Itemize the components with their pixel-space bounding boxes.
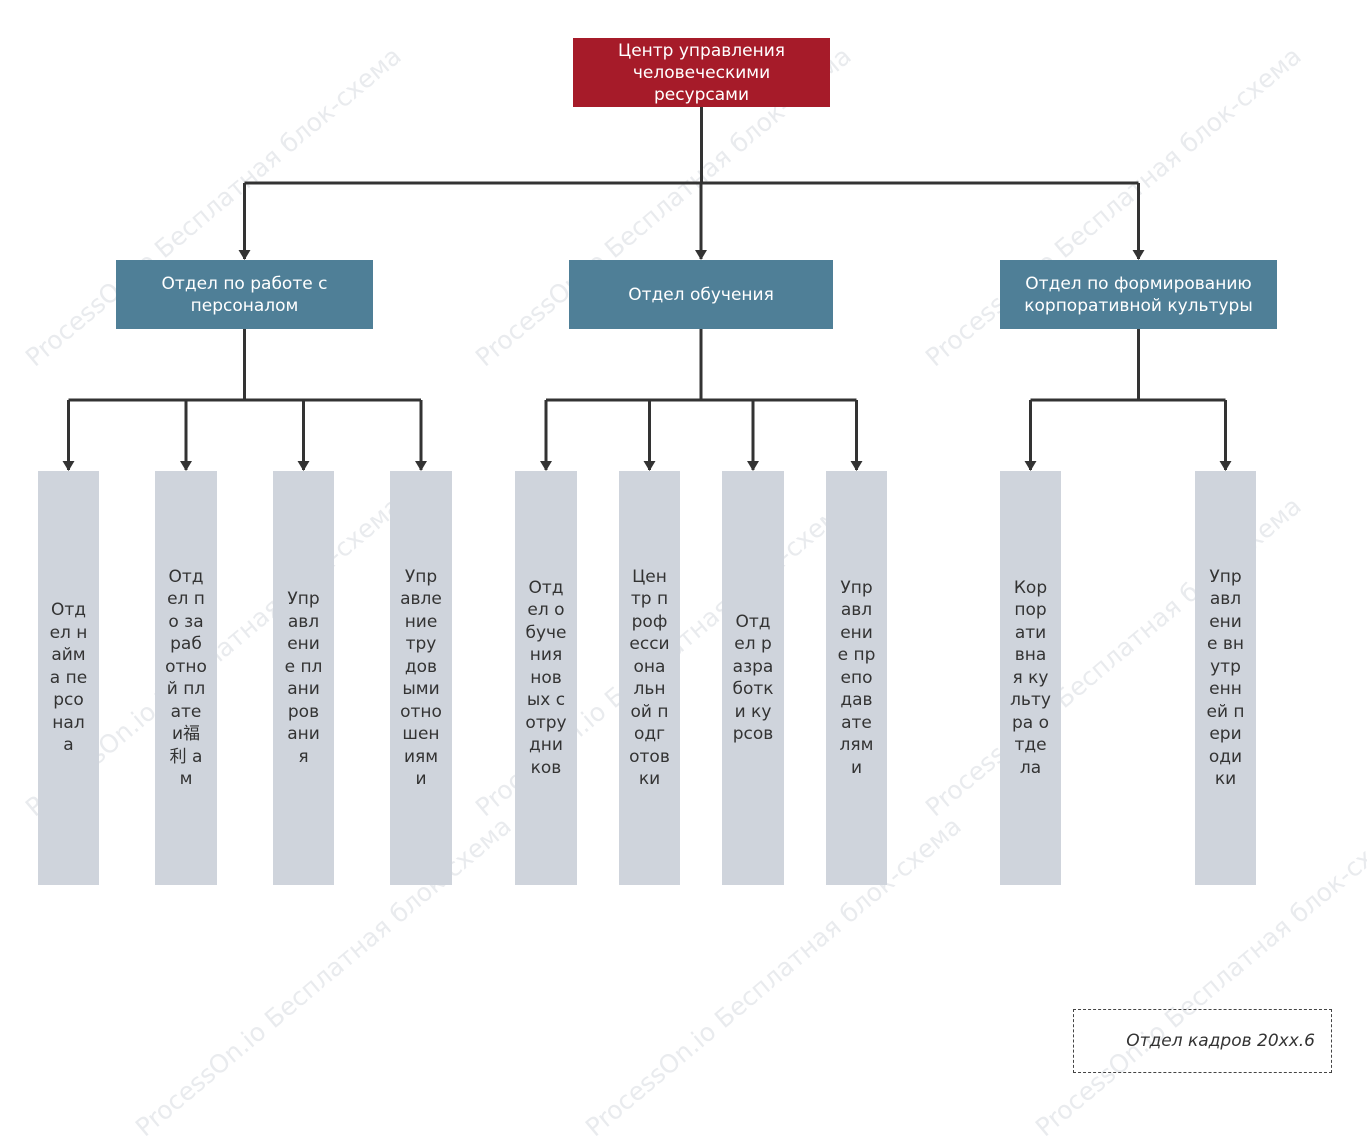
unit-node-professional-training-center[interactable]: Центр профессиональной подготовки bbox=[619, 471, 680, 885]
unit-node-internal-periodicals[interactable]: Управление внутренней периодики bbox=[1195, 471, 1256, 885]
unit-label: Управление трудовыми отношениями bbox=[400, 566, 442, 790]
unit-node-payroll[interactable]: Отдел по заработной плате и福利 ам bbox=[155, 471, 217, 885]
department-node-personnel[interactable]: Отдел по работе с персоналом bbox=[116, 260, 373, 329]
unit-label: Корпоративная культура отдела bbox=[1010, 577, 1051, 778]
unit-node-planning[interactable]: Управление планирования bbox=[273, 471, 334, 885]
root-node[interactable]: Центр управления человеческими ресурсами bbox=[573, 38, 830, 107]
unit-label: Управление планирования bbox=[284, 589, 323, 767]
department-label: Отдел обучения bbox=[628, 284, 774, 305]
unit-label: Управление внутренней периодики bbox=[1206, 566, 1245, 790]
department-label: Отдел по работе с персоналом bbox=[161, 273, 328, 316]
unit-label: Отдел разработки курсов bbox=[732, 611, 774, 745]
unit-node-labor-relations[interactable]: Управление трудовыми отношениями bbox=[390, 471, 452, 885]
root-node-label: Центр управления человеческими ресурсами bbox=[618, 40, 785, 105]
unit-node-corporate-culture[interactable]: Корпоративная культура отдела bbox=[1000, 471, 1061, 885]
department-node-training[interactable]: Отдел обучения bbox=[569, 260, 833, 329]
footnote-box: Отдел кадров 20xx.6 bbox=[1073, 1009, 1332, 1073]
unit-node-new-employee-training[interactable]: Отдел обучения новых сотрудников bbox=[515, 471, 577, 885]
connector-layer bbox=[62, 107, 1232, 471]
unit-label: Отдел по заработной плате и福利 ам bbox=[165, 566, 207, 790]
unit-node-recruitment[interactable]: Отдел найма персонала bbox=[38, 471, 99, 885]
unit-label: Отдел обучения новых сотрудников bbox=[525, 577, 567, 778]
unit-node-instructor-management[interactable]: Управление преподавателями bbox=[826, 471, 887, 885]
unit-label: Управление преподавателями bbox=[837, 577, 876, 778]
unit-node-course-development[interactable]: Отдел разработки курсов bbox=[722, 471, 784, 885]
unit-label: Отдел найма персонала bbox=[49, 600, 88, 756]
unit-label: Центр профессиональной подготовки bbox=[629, 566, 670, 790]
department-label: Отдел по формированию корпоративной куль… bbox=[1024, 273, 1253, 316]
footnote-label: Отдел кадров 20xx.6 bbox=[1126, 1031, 1315, 1051]
department-node-culture[interactable]: Отдел по формированию корпоративной куль… bbox=[1000, 260, 1277, 329]
